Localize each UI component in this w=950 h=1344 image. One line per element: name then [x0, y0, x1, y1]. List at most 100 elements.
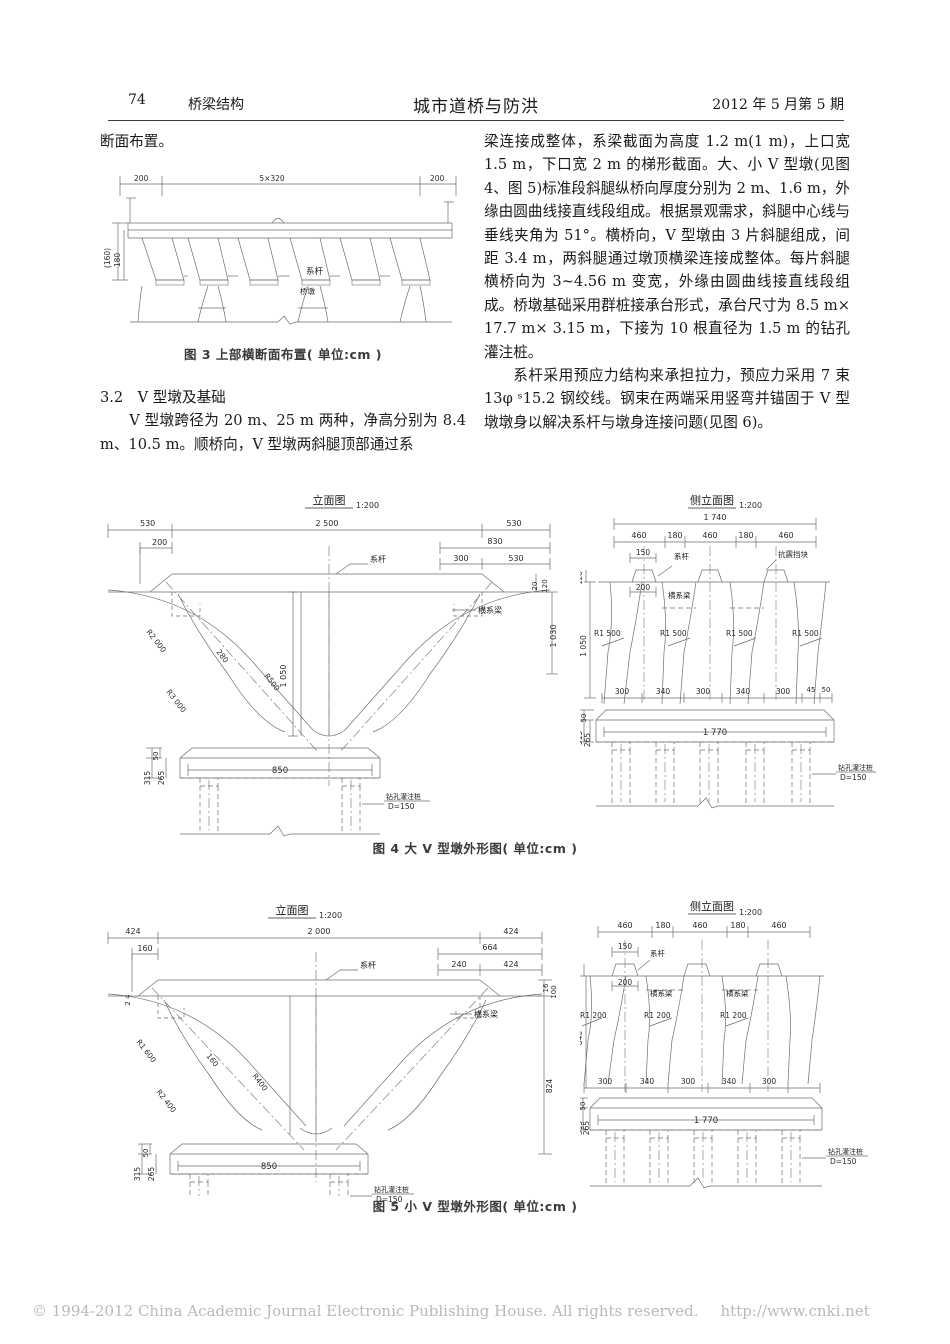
figure-4: 立面图 1:200 530 2 500 530 200 830 300 530 …	[100, 486, 876, 876]
fig5-side-dim-840: 840	[580, 1031, 584, 1046]
fig5-side-dim-460a: 460	[617, 921, 632, 930]
fig4-side-dim-265: 265	[583, 733, 592, 748]
fig5-elev-label-cross-beam: 横系梁	[474, 1009, 498, 1019]
fig5-elev-dim-424-right: 424	[503, 927, 518, 936]
fig5-side-dim-1770: 1 770	[694, 1116, 718, 1126]
fig4-side-dim-300a: 300	[615, 687, 630, 696]
fig4-side-dim-460a: 460	[631, 531, 646, 540]
fig5-elev-radius-r400: R400	[250, 1072, 269, 1093]
fig5-side-label-pile-d: D=150	[830, 1157, 857, 1166]
fig4-side-dim-180b: 180	[738, 531, 753, 540]
fig4-side-dim-315: 315	[580, 731, 584, 746]
fig5-side-dim-180b: 180	[730, 921, 745, 930]
fig5-elev-scale: 1:200	[319, 911, 342, 920]
fig4-side-label-pile-d: D=150	[840, 773, 867, 782]
fig3-dim-depth-inner: 180	[113, 253, 122, 268]
fig5-side-label-pile: 钻孔灌注桩	[828, 1147, 863, 1156]
fig4-side-dim-200: 200	[636, 583, 651, 592]
fig5-elev-dim-50: 50	[142, 1149, 150, 1158]
fig5-side-view-title: 侧立面图	[690, 899, 734, 913]
fig4-elev-dim-850: 850	[272, 766, 288, 776]
fig4-side-dim-50: 50	[822, 686, 831, 694]
paragraph-tie-beam: 梁连接成整体，系梁截面为高度 1.2 m(1 m)，上口宽 1.5 m，下口宽 …	[484, 133, 850, 361]
fig3-dim-right-overhang: 200	[430, 174, 445, 183]
fig4-side-radius-b: R1 500	[660, 629, 687, 638]
fig5-side-radius-c: R1 200	[720, 1011, 747, 1020]
fig4-elev-dim-20: 20	[531, 582, 539, 591]
fig5-side-radius-a: R1 200	[580, 1011, 607, 1020]
fig5-elev-dim-315: 315	[133, 1167, 142, 1182]
figure-4-elevation-drawing: 立面图 1:200 530 2 500 530 200 830 300 530 …	[107, 493, 558, 837]
fig4-side-dim-1050: 1 050	[580, 635, 588, 657]
fig4-elev-dim-1050: 1 050	[279, 665, 288, 688]
fig5-elev-dim-100: 100	[550, 985, 558, 998]
fig4-side-dim-300c: 300	[776, 687, 791, 696]
fig5-side-dim-265: 265	[582, 1121, 591, 1136]
fig4-elev-dim-300: 300	[453, 554, 468, 563]
page-number: 74	[128, 92, 146, 108]
paragraph-continued: 断面布置。	[100, 133, 173, 150]
fig4-side-radius-a: R1 500	[594, 629, 621, 638]
fig5-side-label-cross-beam-b: 横系梁	[726, 988, 749, 998]
fig4-elev-dim-200: 200	[152, 538, 167, 547]
fig5-elev-radius-r1600: R1 600	[134, 1038, 158, 1065]
subsection-title: V 型墩及基础	[137, 389, 226, 406]
fig4-elev-view-title: 立面图	[313, 493, 346, 507]
fig5-side-dim-50: 50	[580, 1102, 587, 1111]
right-text-column: 梁连接成整体，系梁截面为高度 1.2 m(1 m)，上口宽 1.5 m，下口宽 …	[484, 130, 850, 434]
fig4-side-radius-d: R1 500	[792, 629, 819, 638]
fig4-elev-radius-r2000: R2 000	[144, 628, 168, 655]
fig4-elev-label-pile-d: D=150	[388, 802, 415, 811]
footer: © 1994-2012 China Academic Journal Elect…	[32, 1302, 918, 1320]
fig4-side-dim-460b: 460	[702, 531, 717, 540]
section-name: 桥梁结构	[188, 97, 244, 113]
fig4-elev-dim-1030: 1 030	[549, 625, 558, 648]
fig5-elev-dim-160: 160	[137, 944, 152, 953]
issue-info: 2012 年 5 月第 5 期	[712, 97, 844, 113]
subsection-heading: 3.2 V 型墩及基础	[100, 386, 466, 409]
footer-url: http://www.cnki.net	[720, 1302, 870, 1320]
fig4-side-dim-1740: 1 740	[704, 513, 727, 522]
figure-3-caption: 图 3 上部横断面布置( 单位:cm )	[184, 347, 382, 362]
fig4-side-label-pile: 钻孔灌注桩	[838, 763, 873, 772]
fig4-elev-dim-530-right: 530	[506, 519, 521, 528]
fig4-side-dim-120: 120	[580, 571, 584, 584]
fig5-elev-radius-r2400: R2 400	[154, 1088, 178, 1115]
fig4-side-view-title: 侧立面图	[690, 493, 734, 507]
fig4-side-dim-340a: 340	[656, 687, 671, 696]
figure-4-caption: 图 4 大 V 型墩外形图( 单位:cm )	[372, 841, 578, 856]
fig4-elev-label-cross-beam: 横系梁	[478, 605, 502, 615]
fig4-elev-dim-50: 50	[152, 752, 160, 761]
fig5-side-dim-315: 315	[580, 1121, 584, 1136]
fig5-side-scale: 1:200	[739, 908, 762, 917]
copyright-text: © 1994-2012 China Academic Journal Elect…	[32, 1302, 699, 1320]
fig5-side-radius-b: R1 200	[644, 1011, 671, 1020]
fig4-elev-label-tie-bar: 系杆	[370, 554, 386, 564]
fig4-side-dim-460c: 460	[778, 531, 793, 540]
fig5-elev-dim-850: 850	[261, 1162, 277, 1172]
fig3-label-pier: 桥墩	[300, 286, 315, 296]
fig5-elev-dim-160b: 160	[204, 1052, 220, 1069]
fig4-elev-dim-315: 315	[143, 771, 152, 786]
fig5-elev-label-pile: 钻孔灌注桩	[374, 1185, 409, 1194]
fig5-elev-dim-240: 240	[451, 960, 466, 969]
fig5-side-dim-340a: 340	[640, 1077, 655, 1086]
fig5-elev-dim-824: 824	[545, 1079, 554, 1094]
left-text-column-2: 3.2 V 型墩及基础 V 型墩跨径为 20 m、25 m 两种，净高分别为 8…	[100, 386, 466, 456]
fig5-side-dim-150: 150	[618, 942, 633, 951]
fig4-elev-dim-530b: 530	[508, 554, 523, 563]
fig4-side-dim-340b: 340	[736, 687, 751, 696]
fig5-side-dim-300b: 300	[681, 1077, 696, 1086]
fig5-elev-dim-424-left: 424	[125, 927, 140, 936]
fig4-side-dim-180a: 180	[667, 531, 682, 540]
fig4-elev-dim-830: 830	[487, 537, 502, 546]
fig5-elev-label-pile-d: D=150	[376, 1195, 403, 1204]
fig5-side-dim-300a: 300	[598, 1077, 613, 1086]
fig4-side-dim-300b: 300	[696, 687, 711, 696]
fig5-elev-dim-265: 265	[147, 1167, 156, 1182]
figure-5-side-elevation-drawing: 侧立面图 1:200 460 180 460 180 460 150 系杆 20…	[580, 899, 868, 1189]
header-rule	[108, 120, 844, 121]
figure-5-elevation-drawing: 立面图 1:200 424 2 000 424 160 664 240 424 …	[107, 903, 558, 1204]
fig4-side-dim-45: 45	[807, 686, 816, 694]
